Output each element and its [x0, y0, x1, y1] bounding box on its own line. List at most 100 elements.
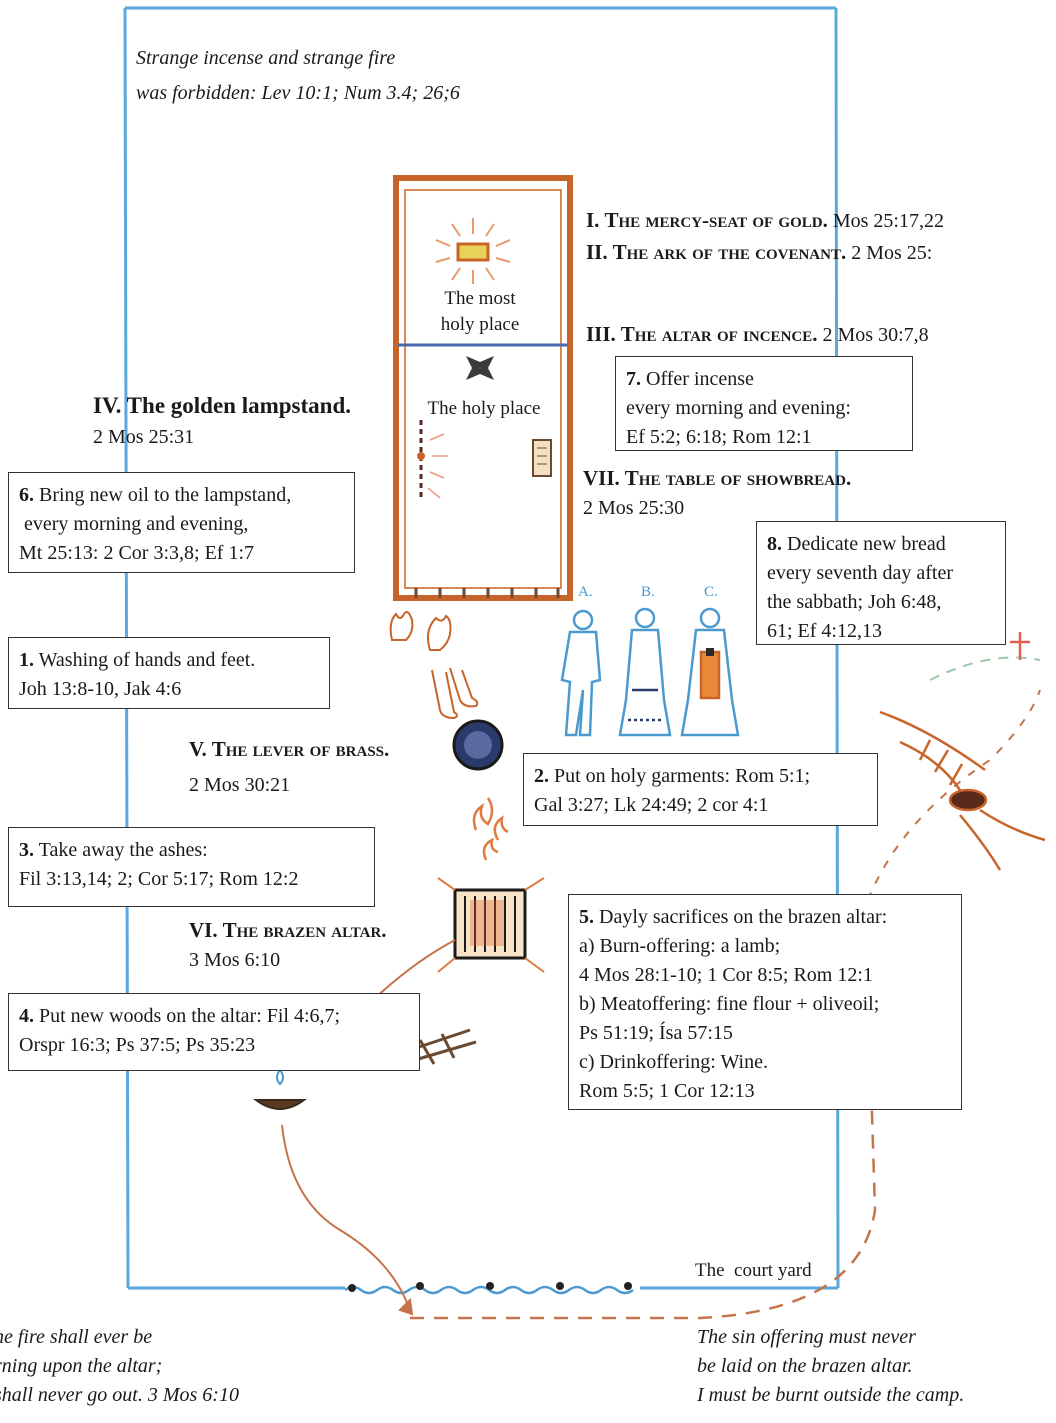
- step-2-line-1: Put on holy garments: Rom 5:1;: [549, 765, 811, 787]
- priest-figure-b: [618, 607, 672, 737]
- heading-v-ref: 2 Mos 30:21: [189, 774, 291, 796]
- heading-iii: III. The altar of incence. 2 Mos 30:7,8: [586, 320, 929, 350]
- holy-place-label: The holy place: [427, 398, 541, 419]
- step-5-num: 5.: [579, 906, 594, 928]
- step-8-line-3: the sabbath; Joh 6:48,: [767, 591, 942, 613]
- hands-icon: [389, 611, 452, 651]
- heading-i-num: I.: [586, 208, 600, 232]
- step-7-line-2: every morning and evening:: [626, 397, 851, 419]
- step-5-line-3: 4 Mos 28:1-10; 1 Cor 8:5; Rom 12:1: [579, 964, 873, 986]
- gate-curtain: [344, 1285, 634, 1295]
- step-5-line-5: Ps 51:19; Ísa 57:15: [579, 1022, 733, 1044]
- step-6-line-3: Mt 25:13: 2 Cor 3:3,8; Ef 1:7: [19, 542, 254, 564]
- bottom-right-note-3: I must be burnt outside the camp.: [697, 1384, 965, 1406]
- outside-camp-path: [410, 1049, 877, 1320]
- heading-vi-num: VI.: [189, 918, 218, 942]
- heading-i: I. The mercy-seat of gold. Mos 25:17,22: [586, 206, 944, 236]
- cross-icon: [1010, 632, 1030, 660]
- camp-boundary: [929, 656, 1041, 681]
- most-holy-label-2: holy place: [440, 314, 520, 335]
- heading-ii-ref: 2 Mos 25:: [846, 242, 933, 264]
- heading-vii-title: The table of showbread.: [624, 466, 852, 490]
- heading-ii-num: II.: [586, 240, 608, 264]
- step-8-line-1: Dedicate new bread: [782, 533, 946, 555]
- ash-bowl-icon: [252, 1069, 308, 1110]
- figure-label-b: B.: [641, 584, 655, 600]
- heading-ii-title: The ark of the covenant.: [612, 240, 847, 264]
- heading-i-title: The mercy-seat of gold.: [604, 208, 828, 232]
- feet-icon: [431, 667, 479, 720]
- step-3-num: 3.: [19, 839, 34, 861]
- top-note-line-1: Strange incense and strange fire: [136, 47, 396, 69]
- laver-icon: [452, 719, 504, 771]
- step-1-line-1: Washing of hands and feet.: [34, 649, 256, 671]
- bottom-left-note-3: shall never go out. 3 Mos 6:10: [0, 1384, 239, 1406]
- heading-vii-ref: 2 Mos 25:30: [583, 497, 685, 519]
- bottom-right-note-2: be laid on the brazen altar.: [697, 1355, 913, 1377]
- heading-ii: II. The ark of the covenant. 2 Mos 25:: [586, 238, 932, 268]
- step-4-line-1: Put new woods on the altar: Fil 4:6,7;: [34, 1005, 341, 1027]
- heading-iv-title: IV. The golden lampstand.: [93, 393, 351, 418]
- brazen-altar-icon: [437, 877, 545, 973]
- top-note-line-2: was forbidden: Lev 10:1; Num 3.4; 26;6: [136, 82, 460, 104]
- step-2-num: 2.: [534, 765, 549, 787]
- step-3-line-2: Fil 3:13,14; 2; Cor 5:17; Rom 12:2: [19, 868, 299, 890]
- step-7-line-1: Offer incense: [641, 368, 754, 390]
- step-5-line-4: b) Meatoffering: fine flour + oliveoil;: [579, 993, 880, 1015]
- tabernacle-building: [393, 175, 573, 601]
- heading-v-num: V.: [189, 737, 207, 761]
- step-6-num: 6.: [19, 484, 34, 506]
- step-8-num: 8.: [767, 533, 782, 555]
- fire-icon: [472, 797, 509, 861]
- step-2-line-2: Gal 3:27; Lk 24:49; 2 cor 4:1: [534, 794, 769, 816]
- heading-vii: VII. The table of showbread.: [583, 464, 851, 494]
- bottom-left-note-2: rning upon the altar;: [0, 1355, 163, 1377]
- bottom-right-note-1: The sin offering must never: [697, 1326, 916, 1348]
- step-6-line-2: every morning and evening,: [19, 513, 249, 535]
- gate-posts: [348, 1282, 632, 1292]
- heading-vii-num: VII.: [583, 466, 620, 490]
- heading-vi-ref: 3 Mos 6:10: [189, 949, 281, 971]
- priest-figure-a: [560, 609, 602, 737]
- step-7-line-3: Ef 5:2; 6:18; Rom 12:1: [626, 426, 812, 448]
- step-1-num: 1.: [19, 649, 34, 671]
- bottom-left-note-1: he fire shall ever be: [0, 1326, 153, 1348]
- step-4-line-2: Orspr 16:3; Ps 37:5; Ps 35:23: [19, 1034, 256, 1056]
- step-box-4: 4. Put new woods on the altar: Fil 4:6,7…: [8, 993, 420, 1071]
- step-3-line-1: Take away the ashes:: [34, 839, 208, 861]
- step-box-2: 2. Put on holy garments: Rom 5:1; Gal 3:…: [523, 753, 878, 826]
- step-box-3: 3. Take away the ashes: Fil 3:13,14; 2; …: [8, 827, 375, 907]
- heading-iii-title: The altar of incence.: [620, 322, 818, 346]
- most-holy-label-1: The most: [444, 288, 516, 309]
- heading-v: V. The lever of brass.: [189, 735, 389, 765]
- step-1-line-2: Joh 13:8-10, Jak 4:6: [19, 678, 182, 700]
- step-box-1: 1. Washing of hands and feet. Joh 13:8-1…: [8, 637, 330, 709]
- incense-altar-icon: [466, 356, 494, 380]
- outside-fire-icon: [879, 710, 1046, 871]
- step-box-7: 7. Offer incense every morning and eveni…: [615, 356, 913, 451]
- heading-iv-ref: 2 Mos 25:31: [93, 426, 195, 448]
- step-5-line-6: c) Drinkoffering: Wine.: [579, 1051, 768, 1073]
- heading-vi: VI. The brazen altar.: [189, 916, 387, 946]
- priest-figure-c: [680, 607, 740, 737]
- step-6-line-1: Bring new oil to the lampstand,: [34, 484, 292, 506]
- step-box-5: 5. Dayly sacrifices on the brazen altar:…: [568, 894, 962, 1110]
- step-box-6: 6. Bring new oil to the lampstand, every…: [8, 472, 355, 573]
- figure-label-c: C.: [704, 584, 718, 600]
- step-5-line-7: Rom 5:5; 1 Cor 12:13: [579, 1080, 755, 1102]
- step-8-line-4: 61; Ef 4:12,13: [767, 620, 882, 642]
- step-5-line-2: a) Burn-offering: a lamb;: [579, 935, 781, 957]
- heading-v-title: The lever of brass.: [211, 737, 390, 761]
- step-5-line-1: Dayly sacrifices on the brazen altar:: [594, 906, 888, 928]
- lampstand-icon: [417, 420, 448, 500]
- step-box-8: 8. Dedicate new bread every seventh day …: [756, 521, 1006, 645]
- heading-i-ref: Mos 25:17,22: [827, 210, 944, 232]
- showbread-table-icon: [532, 439, 552, 477]
- heading-vi-title: The brazen altar.: [222, 918, 387, 942]
- step-8-line-2: every seventh day after: [767, 562, 954, 584]
- heading-iii-num: III.: [586, 322, 616, 346]
- court-yard-label: The court yard: [695, 1260, 812, 1281]
- step-4-num: 4.: [19, 1005, 34, 1027]
- figure-label-a: A.: [578, 584, 593, 600]
- heading-iii-ref: 2 Mos 30:7,8: [817, 324, 929, 346]
